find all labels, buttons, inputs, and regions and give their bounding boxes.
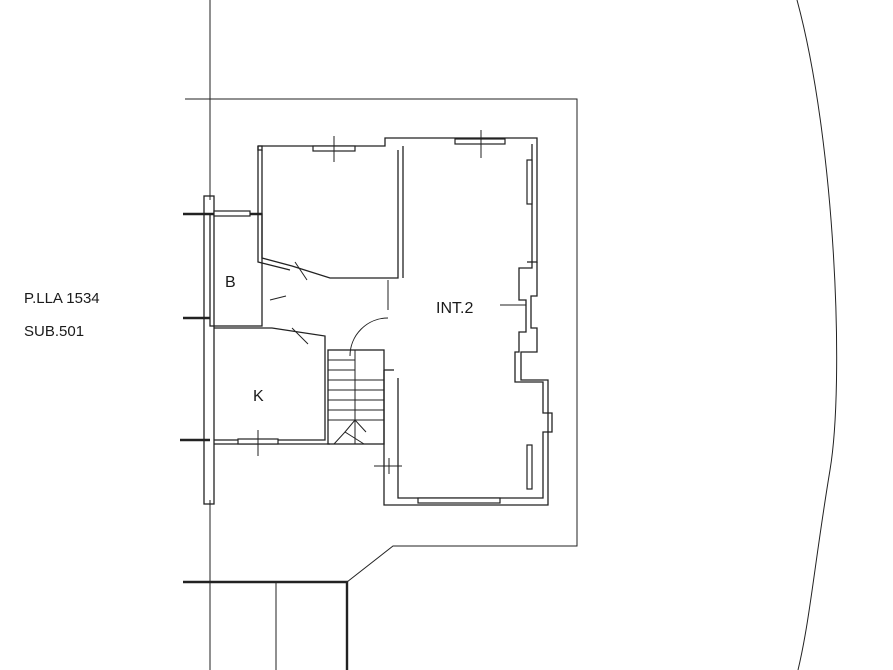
room-label-kitchen: K bbox=[253, 388, 264, 405]
staircase bbox=[327, 349, 385, 445]
room-label-unit: INT.2 bbox=[436, 300, 473, 317]
adjacent-building bbox=[183, 580, 349, 670]
left-wing-walls bbox=[180, 195, 330, 505]
room-label-bathroom: B bbox=[225, 274, 236, 291]
subunit-number: SUB.501 bbox=[24, 323, 84, 340]
opening-ticks bbox=[257, 130, 526, 474]
main-unit-walls bbox=[257, 137, 553, 506]
parcel-number: P.LLA 1534 bbox=[24, 290, 100, 307]
door-swing bbox=[349, 280, 389, 357]
site-boundary bbox=[185, 0, 578, 670]
road-curve bbox=[796, 0, 838, 670]
